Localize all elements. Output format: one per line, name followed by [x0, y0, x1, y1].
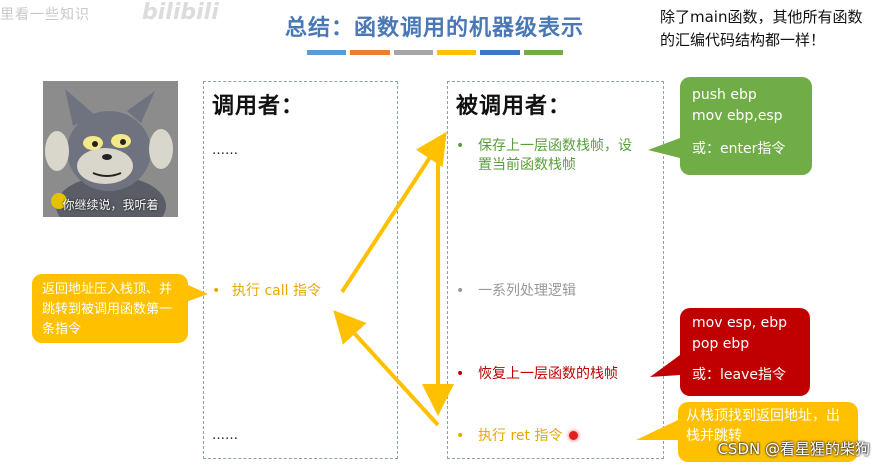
- call-callout-pointer: [186, 284, 216, 308]
- enter-callout-line2: mov ebp,esp: [692, 106, 800, 127]
- save-item-text: 保存上一层函数栈帧，设置当前函数栈帧: [478, 138, 632, 173]
- ret-callout-pointer: [636, 420, 686, 450]
- bullet-icon: •: [456, 427, 464, 446]
- caller-dots-bottom: ……: [212, 428, 238, 443]
- color-bar: [480, 50, 519, 55]
- color-bar: [524, 50, 563, 55]
- side-note: 除了main函数，其他所有函数的汇编代码结构都一样！: [660, 6, 875, 52]
- leave-callout-line1: mov esp, ebp: [692, 313, 798, 334]
- enter-callout-pointer: [648, 138, 688, 168]
- enter-callout-line3: 或：enter指令: [692, 139, 800, 160]
- bullet-icon: •: [456, 365, 464, 384]
- slide-title: 总结：函数调用的机器级表示: [285, 10, 584, 42]
- title-color-bars: [307, 50, 563, 55]
- enter-callout-line1: push ebp: [692, 85, 800, 106]
- callee-ret-item: • 执行 ret 指令: [456, 427, 578, 446]
- restore-item-text: 恢复上一层函数的栈帧: [478, 366, 618, 382]
- leave-callout: mov esp, ebp pop ebp 或：leave指令: [680, 308, 810, 396]
- csdn-watermark: CSDN @看星猩的柴狗: [717, 438, 870, 459]
- caller-box: [203, 81, 398, 459]
- callee-restore-item: • 恢复上一层函数的栈帧: [456, 365, 618, 384]
- bilibili-logo: bilibili: [142, 0, 219, 25]
- caller-dots-top: ……: [212, 143, 238, 158]
- color-bar: [437, 50, 476, 55]
- logic-item-text: 一系列处理逻辑: [478, 283, 576, 299]
- leave-callout-line2: pop ebp: [692, 334, 798, 355]
- callee-save-item: • 保存上一层函数栈帧，设置当前函数栈帧: [456, 137, 636, 175]
- enter-callout: push ebp mov ebp,esp 或：enter指令: [680, 77, 812, 175]
- callee-logic-item: • 一系列处理逻辑: [456, 282, 576, 301]
- watermark-text: 里看一些知识: [0, 4, 90, 24]
- color-bar: [394, 50, 433, 55]
- callee-heading: 被调用者：: [456, 88, 571, 120]
- leave-callout-line3: 或：leave指令: [692, 365, 798, 386]
- bullet-icon: •: [456, 282, 464, 301]
- color-bar: [350, 50, 389, 55]
- call-item-text: 执行 call 指令: [232, 283, 321, 299]
- caller-call-item: • 执行 call 指令: [212, 282, 321, 301]
- bullet-icon: •: [456, 137, 464, 156]
- caller-heading: 调用者：: [212, 88, 304, 120]
- ret-item-text: 执行 ret 指令: [478, 428, 562, 444]
- laser-pointer-icon: [569, 431, 578, 440]
- meme-caption: 你继续说，我听着: [43, 196, 178, 213]
- leave-callout-pointer: [650, 355, 690, 385]
- call-callout: 返回地址压入栈顶、并跳转到被调用函数第一条指令: [32, 274, 188, 343]
- call-callout-text: 返回地址压入栈顶、并跳转到被调用函数第一条指令: [42, 282, 172, 337]
- color-bar: [307, 50, 346, 55]
